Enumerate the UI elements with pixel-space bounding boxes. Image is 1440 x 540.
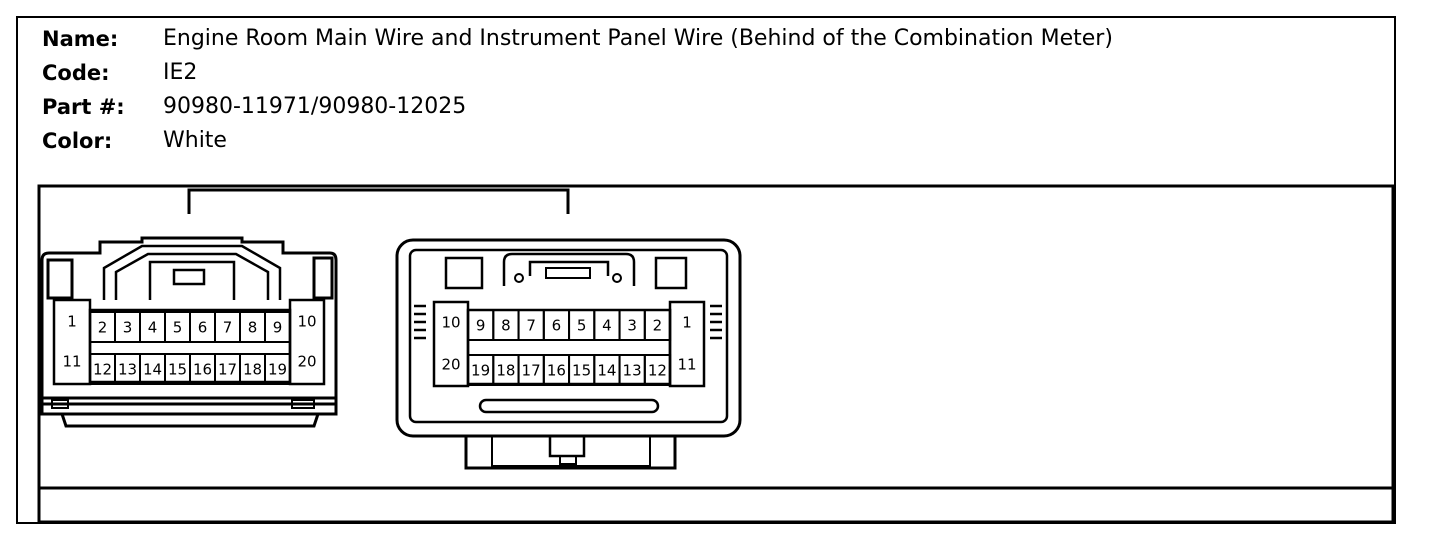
color-value: White <box>163 128 227 153</box>
code-value: IE2 <box>163 60 198 85</box>
right-connector-slot-right <box>654 256 688 290</box>
left-connector-lock-frame <box>102 244 282 300</box>
left-connector-base <box>40 396 338 416</box>
right-connector-ribs-right <box>710 304 722 340</box>
right-connector-lock-inner <box>528 260 610 276</box>
left-connector-skirt <box>60 413 320 428</box>
pin-cavity <box>264 353 291 385</box>
pin-label: 5 <box>577 317 587 335</box>
left-corner-slot <box>46 258 74 300</box>
pin-label: 12 <box>648 362 667 380</box>
pin-label: 16 <box>547 362 566 380</box>
pin-label: 8 <box>248 319 258 337</box>
pin-label: 15 <box>168 361 187 379</box>
pin-label: 18 <box>243 361 262 379</box>
pin-label: 3 <box>123 319 133 337</box>
right-lock-hole-right <box>612 273 622 283</box>
pin-label: 13 <box>623 362 642 380</box>
right-lock-hole-left <box>514 273 524 283</box>
left-connector-housing <box>40 236 338 406</box>
pin-label: 11 <box>677 356 696 374</box>
pin-label: 10 <box>297 313 316 331</box>
pin-label: 5 <box>173 319 183 337</box>
pin-label: 4 <box>148 319 158 337</box>
pin-label: 10 <box>441 314 460 332</box>
right-connector-clip <box>548 434 586 458</box>
right-connector-lock <box>502 252 636 286</box>
name-label: Name: <box>42 27 119 51</box>
part-number-value: 90980-11971/90980-12025 <box>163 94 467 119</box>
pin-label: 13 <box>118 361 137 379</box>
pin-label: 17 <box>522 362 541 380</box>
name-value: Engine Room Main Wire and Instrument Pan… <box>163 26 1113 51</box>
right-connector-slot-left <box>444 256 484 290</box>
pin-label: 9 <box>273 319 283 337</box>
right-connector-inner <box>408 248 729 424</box>
pin-label: 4 <box>602 317 612 335</box>
left-connector-lock-inner <box>114 252 270 300</box>
pin-label: 20 <box>297 353 316 371</box>
part-number-label: Part #: <box>42 95 125 119</box>
pin-label: 9 <box>476 317 486 335</box>
pin-label: 19 <box>268 361 287 379</box>
pin-label: 15 <box>572 362 591 380</box>
right-corner-slot <box>312 256 334 300</box>
right-connector-bottom-rail <box>478 398 660 414</box>
left-connector-lock-tab <box>148 260 236 300</box>
pin-label: 6 <box>198 319 208 337</box>
pin-label: 1 <box>67 313 77 331</box>
right-connector-ribs-left <box>414 304 426 340</box>
pin-label: 7 <box>223 319 233 337</box>
right-connector-clip-tab <box>559 455 577 465</box>
diagram-panel <box>37 184 1395 524</box>
pin-cavity <box>264 311 291 343</box>
pin-label: 18 <box>496 362 515 380</box>
pin-label: 20 <box>441 356 460 374</box>
code-label: Code: <box>42 61 110 85</box>
color-label: Color: <box>42 129 113 153</box>
pin-label: 2 <box>98 319 108 337</box>
left-base-notch <box>51 399 69 409</box>
pin-label: 16 <box>193 361 212 379</box>
pin-cavity <box>643 309 672 341</box>
pin-label: 2 <box>653 317 663 335</box>
right-base-notch <box>291 399 315 409</box>
pin-label: 6 <box>552 317 562 335</box>
pin-label: 8 <box>501 317 511 335</box>
pin-label: 17 <box>218 361 237 379</box>
right-connector-latch <box>545 267 591 279</box>
pin-label: 14 <box>143 361 162 379</box>
pin-label: 12 <box>93 361 112 379</box>
right-connector-base-inner <box>491 436 651 467</box>
pin-cavity <box>643 354 672 386</box>
right-connector-base <box>464 436 677 470</box>
left-connector-latch <box>172 268 206 286</box>
pin-label: 3 <box>627 317 637 335</box>
pin-label: 11 <box>62 353 81 371</box>
pin-label: 1 <box>682 314 692 332</box>
view-bracket <box>187 188 570 214</box>
pin-label: 7 <box>526 317 536 335</box>
pin-label: 19 <box>471 362 490 380</box>
pin-label: 14 <box>597 362 616 380</box>
